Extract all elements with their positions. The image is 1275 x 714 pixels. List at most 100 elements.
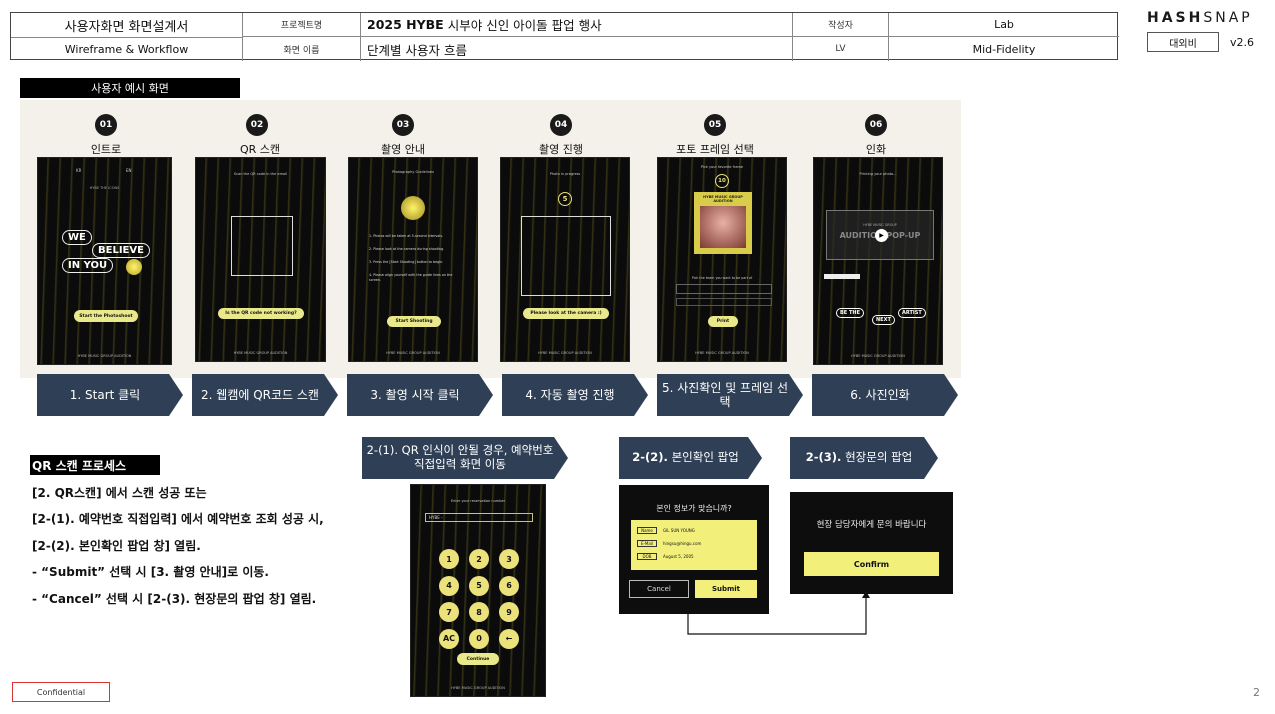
step-title: 촬영 안내 [381,143,425,156]
word-believe: BELIEVE [92,243,150,258]
step-arrow: 6. 사진인화 [812,374,958,416]
step-arrow: 1. Start 클릭 [37,374,183,416]
screen-name: 단계별 사용자 흐름 [361,37,793,61]
submit-button[interactable]: Submit [695,580,757,598]
tag-artist: ARTIST [898,308,926,318]
frame-title: HYBE MUSIC GROUP AUDITION [703,195,743,203]
project-name-bold: 2025 HYBE [367,17,444,32]
word-in-you: IN YOU [62,258,114,273]
name-value: GIL SUN YOUNG [663,528,695,533]
qr-process-line: - “Cancel” 선택 시 [2-(3). 현장문의 팝업 창] 열림. [32,592,317,606]
word-we: WE [62,230,92,245]
phone-footer: HYBE MUSIC GROUP AUDITION [695,351,749,355]
shooting-heading: Photo in progress [549,172,581,176]
lv-value: Mid-Fidelity [972,42,1036,56]
key-8[interactable]: 8 [469,602,489,622]
phone-shooting-screen: Photo in progress 5 Please look at the c… [500,157,630,362]
phone-keypad-screen: Enter your reservation number HYBE - 1 2… [410,484,546,697]
keypad-heading: Enter your reservation number [450,499,506,503]
confirm-button[interactable]: Confirm [804,552,939,576]
printing-heading: Printing your photo... [859,172,897,176]
key-clear[interactable]: AC [439,628,459,649]
step-arrow: 3. 촬영 시작 클릭 [347,374,493,416]
doc-subtitle: Wireframe & Workflow [11,37,243,61]
key-4[interactable]: 4 [439,575,459,596]
step-number: 06 [865,114,887,136]
look-camera-pill: Please look at the camera :) [523,308,609,319]
key-7[interactable]: 7 [439,602,459,622]
continue-button[interactable]: Continue [457,653,499,665]
qr-process-title: QR 스캔 프로세스 [30,455,160,475]
cancel-flow-connector [687,591,870,635]
team-options-row[interactable] [676,298,772,306]
lang-badge-en[interactable]: EN [126,168,132,173]
phone-footer: HYBE MUSIC GROUP AUDITION [233,351,288,355]
start-shooting-button[interactable]: Start Shooting [387,316,441,327]
key-6[interactable]: 6 [499,575,519,596]
team-question: Pick the team you want to be part of [691,276,753,280]
countdown-badge: 5 [558,192,572,206]
key-0[interactable]: 0 [469,628,489,649]
print-button[interactable]: Print [708,316,738,327]
step-number: 05 [704,114,726,136]
phone-frame-select-screen: Pick your favorite frame 10 HYBE MUSIC G… [657,157,787,362]
sub-arrow-2-1: 2-(1). QR 인식이 안될 경우, 예약번호 직접입력 화면 이동 [362,437,568,479]
project-name: 2025 HYBE 시부야 신인 아이돌 팝업 행사 [361,13,793,37]
phone-print-screen: Printing your photo... HYBE MUSIC GROUP … [813,157,943,365]
guide-line: 4. Please align yourself with the guide … [369,272,453,282]
guide-line: 2. Please look at the camera during shoo… [369,246,445,251]
key-3[interactable]: 3 [499,549,519,569]
step-number: 02 [246,114,268,136]
confidential-label: Confidential [12,682,110,702]
step-number: 01 [95,114,117,136]
phone-footer: HYBE MUSIC GROUP AUDITION [851,354,905,358]
qr-process-line: [2. QR스캔] 에서 스캔 성공 또는 [32,486,207,500]
step-number: 04 [550,114,572,136]
cancel-button[interactable]: Cancel [629,580,689,598]
qr-not-working-button[interactable]: Is the QR code not working? [218,308,304,319]
name-label: Name [637,527,657,534]
doc-title: 사용자화면 화면설계서 [11,13,243,37]
contact-popup: 현장 담당자에게 문의 바랍니다 Confirm [790,492,953,594]
email-value: hingsu@hingu.com [663,541,702,546]
phone-qr-screen: Scan the QR code in the email Is the QR … [195,157,326,362]
sub-arrow-2-3: 2-(3). 현장문의 팝업 [790,437,938,479]
author-value: Lab [889,13,1119,37]
step-arrow: 5. 사진확인 및 프레임 선택 [657,374,803,416]
page-number: 2 [1253,686,1260,699]
qr-process-line: - “Submit” 선택 시 [3. 촬영 안내]로 이동. [32,565,269,579]
phone-footer: HYBE MUSIC GROUP AUDITION [386,351,440,355]
key-9[interactable]: 9 [499,602,519,622]
lv-label: LV [793,37,889,61]
frame-heading: Pick your favorite frame [700,165,744,169]
verify-question: 본인 정보가 맞습니까? [656,504,732,513]
contact-message: 현장 담당자에게 문의 바랍니다 [816,520,927,530]
backspace-icon[interactable]: ← [499,628,519,649]
photo-frame-preview: HYBE MUSIC GROUP AUDITION [694,192,752,254]
email-label: E-Mail [637,540,657,547]
step-arrow: 2. 웹캠에 QR코드 스캔 [192,374,338,416]
start-button[interactable]: Start the Photoshoot [74,310,138,322]
key-2[interactable]: 2 [469,549,489,569]
qr-process-line: [2-(1). 예약번호 직접입력] 에서 예약번호 조회 성공 시, [32,512,324,526]
key-1[interactable]: 1 [439,549,459,569]
key-5[interactable]: 5 [469,575,489,596]
qr-process-line: [2-(2). 본인확인 팝업 창] 열림. [32,539,201,553]
team-options-row[interactable] [676,284,772,294]
step-number: 03 [392,114,414,136]
confidential-badge: 대외비 [1147,32,1219,52]
phone-footer: HYBE MUSIC GROUP AUDITION [451,686,505,690]
tag-be-the: BE THE [836,308,864,318]
guide-line: 3. Press the [Start Shooting] button to … [369,259,444,264]
header-table: 사용자화면 화면설계서 Wireframe & Workflow 프로젝트명 화… [10,12,1119,61]
version-label: v2.6 [1230,36,1255,49]
section-label: 사용자 예시 화면 [20,78,240,98]
reservation-input[interactable]: HYBE - [425,513,533,522]
lang-badge-kr[interactable]: KR [76,168,82,173]
intro-subtitle: HYBE THE ICONS [89,186,120,190]
qr-scan-frame [231,216,293,276]
banner-subtitle: HYBE MUSIC GROUP [863,223,897,227]
guide-heading: Photography Guidelines [392,170,434,174]
play-icon[interactable]: ▶ [875,229,888,242]
countdown-badge: 10 [715,174,729,188]
